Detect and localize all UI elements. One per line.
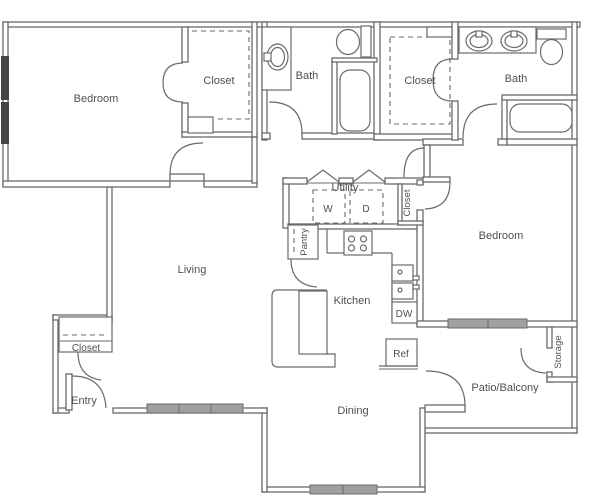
utility-label: Utility <box>332 182 359 194</box>
entry-closet-door <box>77 351 102 381</box>
bath2-toilet-tank <box>536 28 567 40</box>
closet2-shelf <box>426 26 453 38</box>
bath2-tub-icon <box>509 103 573 133</box>
bath1-label: Bath <box>296 70 319 82</box>
fridge-label: Ref <box>393 349 409 360</box>
windows <box>1 56 528 495</box>
pantry-box <box>287 224 319 260</box>
bedroom1-window <box>1 56 9 100</box>
fridge-box <box>385 338 418 367</box>
bath2-faucet-icon <box>475 30 483 38</box>
closet2-doors <box>432 58 453 81</box>
bedroom2-closet-label: Closet <box>402 189 413 216</box>
utility-bifold-doors <box>306 169 340 183</box>
closet2-label: Closet <box>404 75 435 87</box>
patio-label: Patio/Balcony <box>471 382 539 394</box>
washer-label: W <box>323 204 333 215</box>
bath2-door <box>462 103 498 139</box>
dryer-box <box>349 189 384 224</box>
stove-icon <box>343 230 373 256</box>
bedroom2-label: Bedroom <box>479 230 524 242</box>
bedroom2-door <box>423 144 431 179</box>
kitchen-label: Kitchen <box>334 295 371 307</box>
storage-door <box>520 347 547 374</box>
bath1-toilet-tank <box>360 25 372 58</box>
bedroom1-door <box>169 173 205 182</box>
closet1-rod <box>192 30 250 120</box>
bedroom1-label: Bedroom <box>74 93 119 105</box>
bath2-toilet-icon <box>539 38 564 66</box>
room-labels: Bedroom Closet Bath Closet Bath Bedroom … <box>71 70 564 417</box>
living-label: Living <box>178 264 207 276</box>
patio-door <box>424 404 466 413</box>
closet1-label: Closet <box>203 75 234 87</box>
dryer-label: D <box>362 204 369 215</box>
bedroom1-window <box>1 102 9 144</box>
doors <box>65 58 547 413</box>
entry-door <box>65 373 73 411</box>
storage-label: Storage <box>553 335 564 368</box>
bath2-label: Bath <box>505 73 528 85</box>
kitchen-faucet-icon <box>412 275 420 281</box>
dining-label: Dining <box>337 405 368 417</box>
dishwasher-box <box>391 301 418 324</box>
bedroom2-closet-door <box>422 176 451 183</box>
bath2-faucet-icon <box>510 30 518 38</box>
closet2-rod <box>389 36 451 125</box>
fixtures <box>58 25 573 370</box>
closet1-shelf <box>187 116 214 134</box>
washer-box <box>312 189 346 224</box>
entry-label: Entry <box>71 395 97 407</box>
living-window <box>146 403 244 414</box>
entry-closet-label: Closet <box>72 343 101 354</box>
dishwasher-label: DW <box>396 309 413 320</box>
pantry-door <box>290 258 318 288</box>
kitchen-sink-icon <box>391 264 414 282</box>
bath1-tub-icon <box>339 69 371 132</box>
bath1-faucet-icon <box>263 52 272 62</box>
closet1-doors <box>162 62 184 84</box>
bath1-door <box>268 101 303 135</box>
bath1-toilet-icon <box>335 28 361 56</box>
pantry-label: Pantry <box>299 228 310 256</box>
